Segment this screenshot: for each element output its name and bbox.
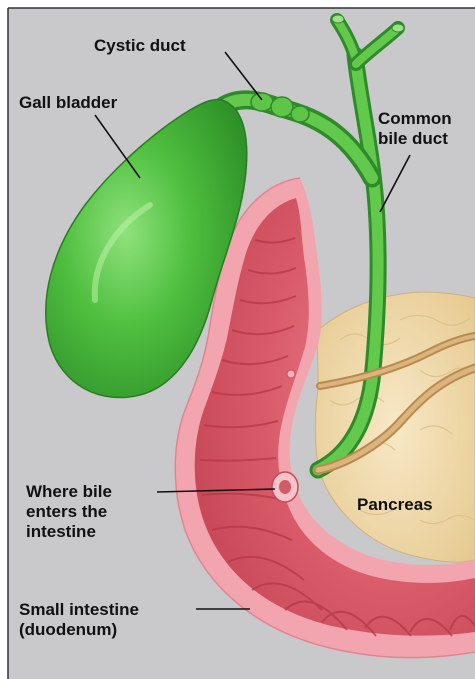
label-pancreas: Pancreas xyxy=(357,495,433,515)
label-common-bile-duct-line2: bile duct xyxy=(378,129,452,149)
label-small-intestine-line2: (duodenum) xyxy=(19,620,139,640)
label-common-bile-duct: Common bile duct xyxy=(378,109,452,149)
label-bile-entry-line3: intestine xyxy=(26,522,112,542)
label-common-bile-duct-line1: Common xyxy=(378,109,452,129)
label-bile-entry-line1: Where bile xyxy=(26,482,112,502)
label-cystic-duct: Cystic duct xyxy=(94,36,186,56)
label-small-intestine-line1: Small intestine xyxy=(19,600,139,620)
label-gall-bladder: Gall bladder xyxy=(19,93,117,113)
label-bile-entry: Where bile enters the intestine xyxy=(26,482,112,542)
label-bile-entry-line2: enters the xyxy=(26,502,112,522)
intestine-nodule xyxy=(287,370,295,378)
label-cystic-duct-text: Cystic duct xyxy=(94,36,186,56)
label-small-intestine: Small intestine (duodenum) xyxy=(19,600,139,640)
label-gall-bladder-text: Gall bladder xyxy=(19,93,117,113)
label-pancreas-text: Pancreas xyxy=(357,495,433,514)
papilla xyxy=(272,472,298,502)
